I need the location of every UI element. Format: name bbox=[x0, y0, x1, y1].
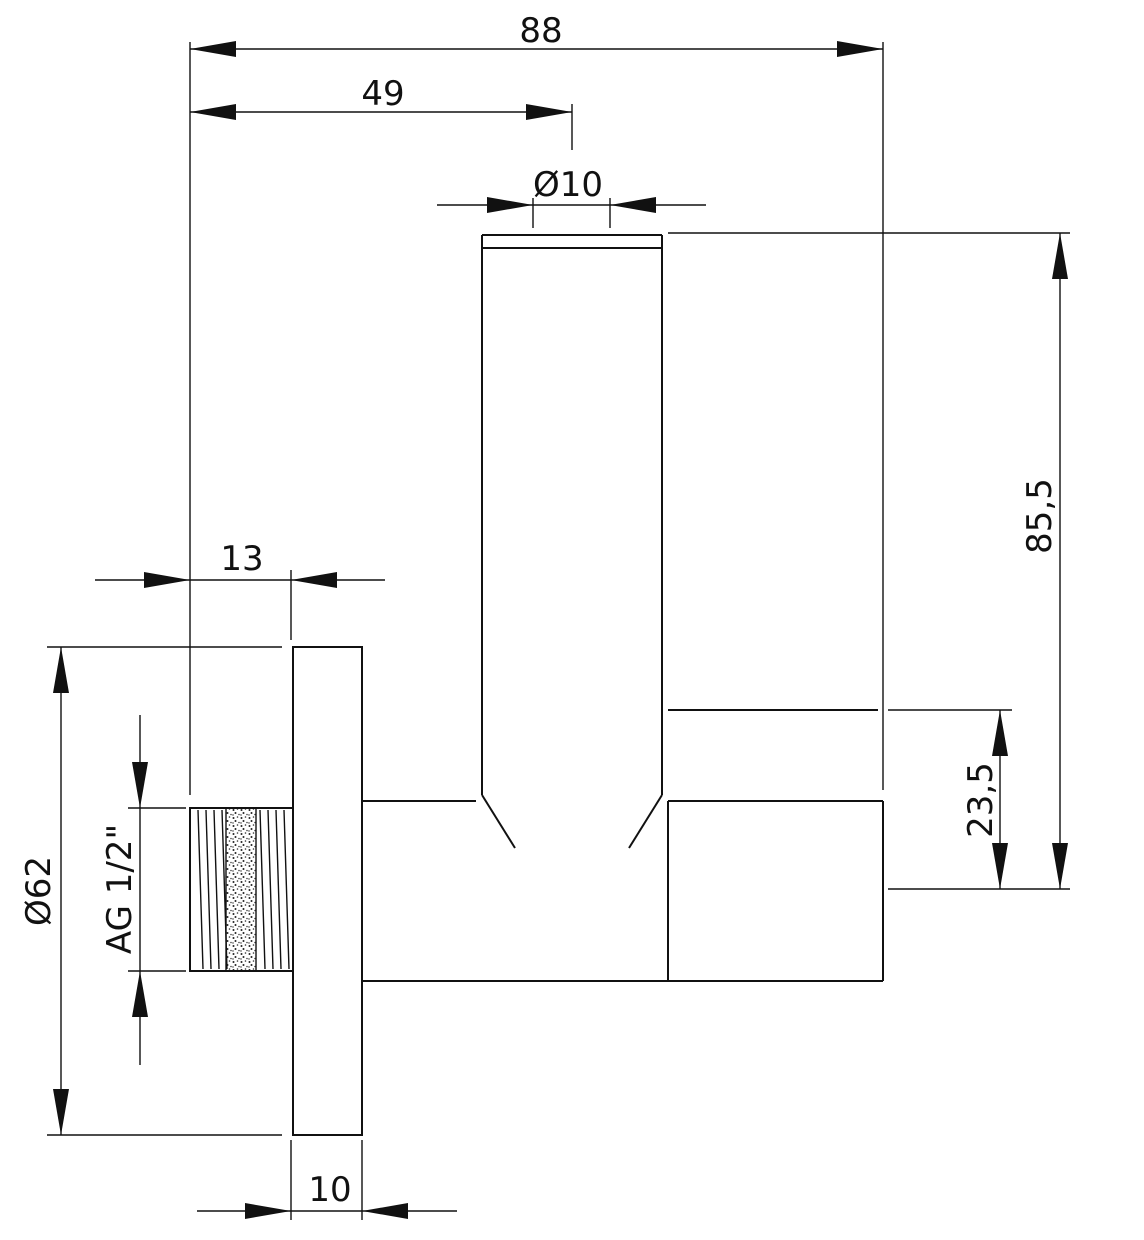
dimension-arrowhead bbox=[132, 762, 148, 808]
dimension-arrowhead bbox=[291, 572, 337, 588]
dimension-arrowhead bbox=[245, 1203, 291, 1219]
dimension-arrowhead bbox=[190, 104, 236, 120]
thread-hatch-line bbox=[267, 809, 274, 970]
dimension-arrowhead bbox=[837, 41, 883, 57]
dim-flange-diameter: Ø62 bbox=[19, 856, 59, 926]
dimension-arrowhead bbox=[610, 197, 656, 213]
dim-thread-length: 13 bbox=[220, 539, 263, 579]
dimension-arrowhead bbox=[1052, 843, 1068, 889]
dimension-arrowhead bbox=[487, 197, 533, 213]
dimension-arrowhead bbox=[992, 710, 1008, 756]
dimension-arrowhead bbox=[362, 1203, 408, 1219]
dimension-arrows bbox=[53, 41, 1068, 1219]
valve-body bbox=[292, 234, 884, 1136]
extension-lines bbox=[47, 42, 1070, 1220]
dimension-arrowhead bbox=[53, 647, 69, 693]
dimension-arrowhead bbox=[526, 104, 572, 120]
dim-overall-height: 85,5 bbox=[1020, 478, 1060, 554]
thread-hatch-line bbox=[259, 809, 266, 970]
dim-spindle-diameter: Ø10 bbox=[533, 165, 603, 205]
flange bbox=[292, 646, 363, 1136]
dim-overall-width: 88 bbox=[519, 11, 562, 51]
thread-hatch-line bbox=[283, 809, 290, 970]
dimension-arrowhead bbox=[144, 572, 190, 588]
dimension-lines bbox=[60, 48, 1061, 1212]
dimension-arrowhead bbox=[1052, 233, 1068, 279]
dimension-arrowhead bbox=[53, 1089, 69, 1135]
thread-hatch-line bbox=[275, 809, 282, 970]
dimension-arrowhead bbox=[190, 41, 236, 57]
dim-outlet-height: 23,5 bbox=[961, 762, 1001, 838]
dim-spindle-offset: 49 bbox=[361, 74, 404, 114]
dimension-arrowhead bbox=[132, 971, 148, 1017]
dim-flange-thickness: 10 bbox=[308, 1170, 351, 1210]
thread-section bbox=[189, 807, 294, 972]
dimension-arrowhead bbox=[992, 843, 1008, 889]
thread-hatch-line bbox=[205, 809, 212, 970]
thread-hatch-line bbox=[197, 809, 204, 970]
dim-thread-size: AG 1/2" bbox=[100, 824, 140, 954]
thread-hatch-line bbox=[213, 809, 220, 970]
spindle bbox=[481, 234, 663, 849]
